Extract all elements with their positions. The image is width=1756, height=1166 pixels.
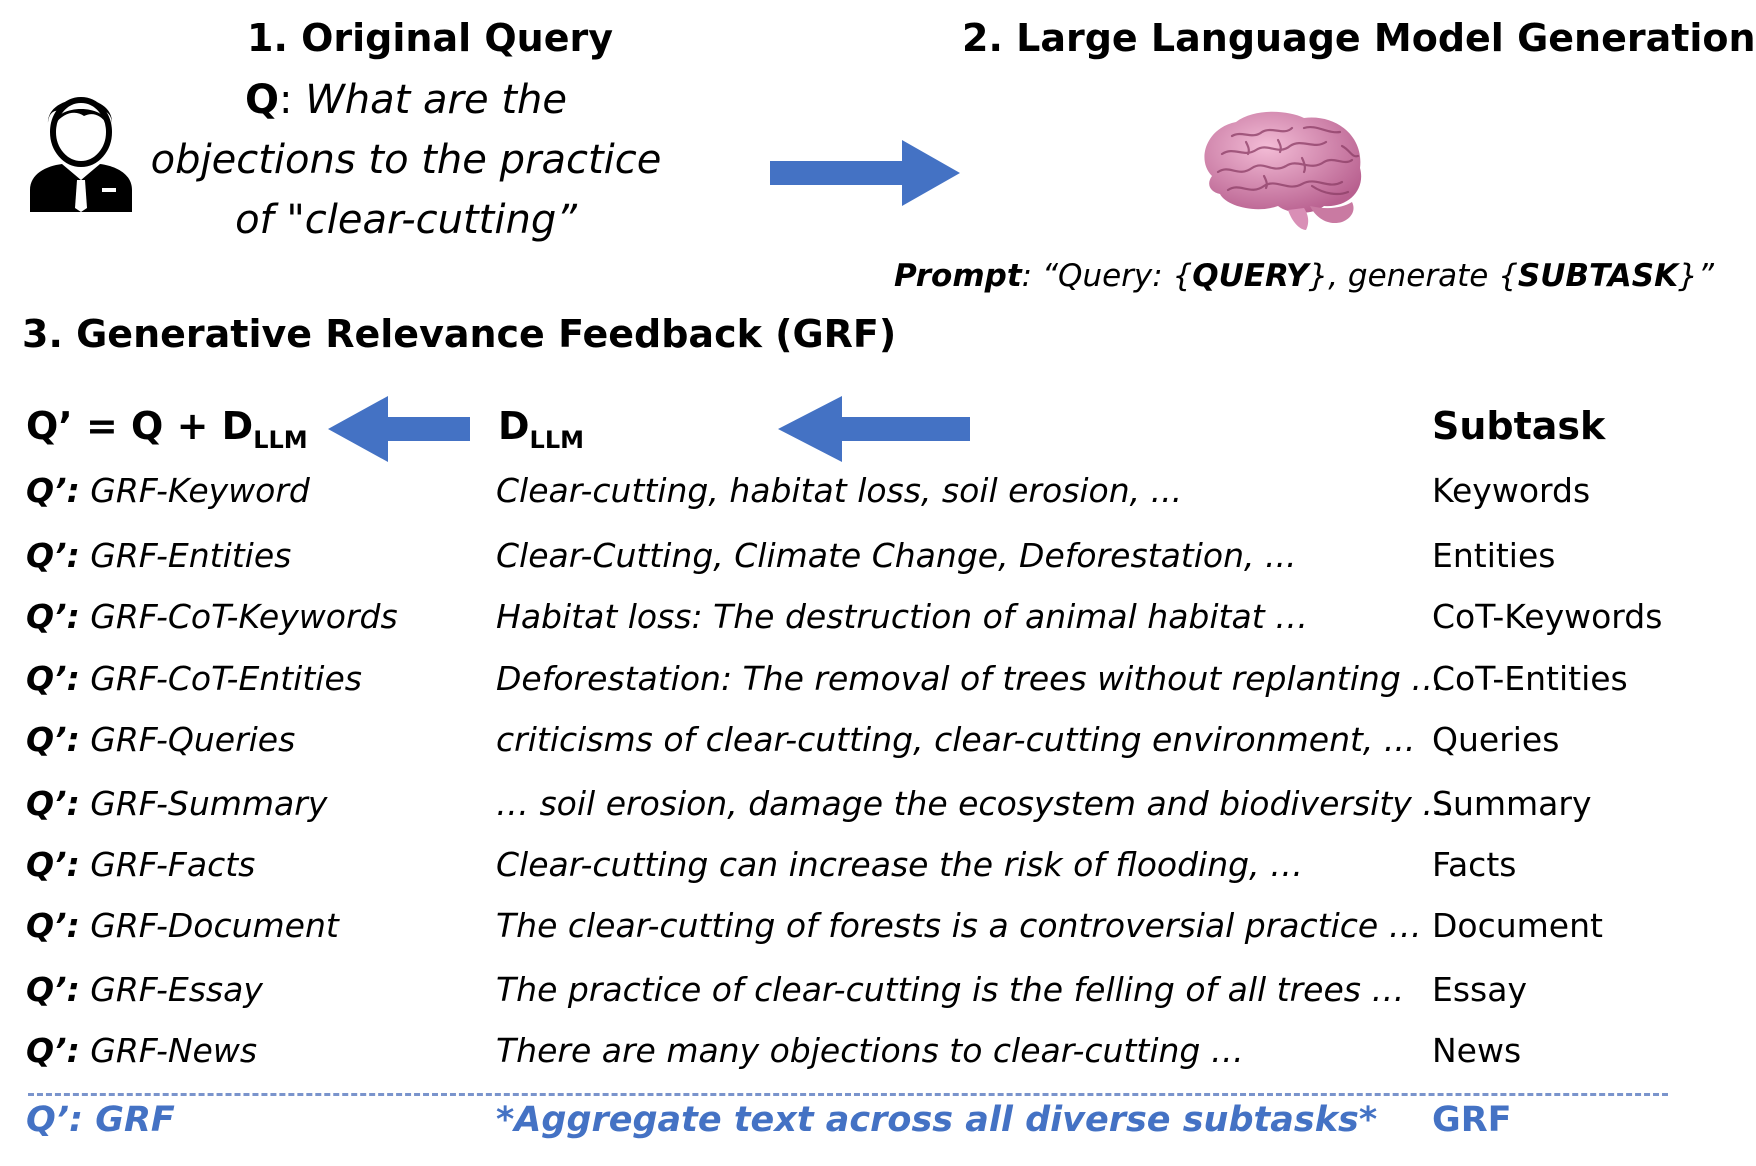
- step1-title: 1. Original Query: [247, 16, 613, 60]
- table-row: Q’: GRF-Summary … soil erosion, damage t…: [0, 784, 1682, 844]
- subtask-cell: Entities: [1432, 536, 1556, 575]
- subtask-cell: CoT-Entities: [1432, 659, 1628, 698]
- user-icon: [30, 97, 132, 212]
- aggregate-expanded-query: Q’: GRF: [26, 1100, 175, 1140]
- subtask-cell: Facts: [1432, 845, 1517, 884]
- brain-icon: [1204, 111, 1362, 230]
- aggregate-description: *Aggregate text across all diverse subta…: [496, 1100, 1378, 1140]
- subtask-cell: News: [1432, 1031, 1522, 1070]
- table-row: Q’: GRF-Essay The practice of clear-cutt…: [0, 970, 1682, 1030]
- dllm-header: DLLM: [498, 404, 585, 454]
- expanded-query-header: Q’ = Q + DLLM: [26, 404, 308, 454]
- generated-text-cell: Clear-Cutting, Climate Change, Deforesta…: [496, 536, 1297, 575]
- step2-title: 2. Large Language Model Generation: [962, 16, 1756, 60]
- original-query: Q: What are the objections to the practi…: [150, 77, 662, 243]
- expanded-query-cell: Q’: GRF-News: [26, 1031, 258, 1070]
- arrow-right-icon: [770, 140, 960, 206]
- subtask-cell: Document: [1432, 906, 1603, 945]
- aggregate-subtask: GRF: [1432, 1100, 1512, 1140]
- generated-text-cell: Clear-cutting, habitat loss, soil erosio…: [496, 471, 1183, 510]
- expanded-query-cell: Q’: GRF-Queries: [26, 720, 296, 759]
- subtask-cell: Summary: [1432, 784, 1592, 823]
- prompt-subtask-placeholder: SUBTASK: [1517, 258, 1679, 294]
- subtask-cell: Essay: [1432, 970, 1527, 1009]
- generated-text-cell: There are many objections to clear-cutti…: [496, 1031, 1244, 1070]
- step3-title: 3. Generative Relevance Feedback (GRF): [22, 312, 897, 356]
- query-line-3: of "clear-cutting”: [235, 197, 577, 243]
- table-row: Q’: GRF-News There are many objections t…: [0, 1031, 1682, 1091]
- generated-text-cell: The clear-cutting of forests is a contro…: [496, 906, 1422, 945]
- table-row: Q’: GRF-CoT-Keywords Habitat loss: The d…: [0, 597, 1682, 657]
- aggregate-row: Q’: GRF *Aggregate text across all diver…: [0, 1100, 1682, 1160]
- expanded-query-cell: Q’: GRF-CoT-Entities: [26, 659, 362, 698]
- expanded-query-cell: Q’: GRF-Essay: [26, 970, 263, 1009]
- expanded-query-cell: Q’: GRF-Summary: [26, 784, 328, 823]
- table-row: Q’: GRF-Document The clear-cutting of fo…: [0, 906, 1682, 966]
- subtask-cell: CoT-Keywords: [1432, 597, 1663, 636]
- table-row: Q’: GRF-Entities Clear-Cutting, Climate …: [0, 536, 1682, 596]
- generated-text-cell: Habitat loss: The destruction of animal …: [496, 597, 1309, 636]
- expanded-query-cell: Q’: GRF-Keyword: [26, 471, 310, 510]
- query-label: Q: [245, 77, 280, 123]
- query-line-2: objections to the practice: [150, 137, 662, 183]
- expanded-query-cell: Q’: GRF-Facts: [26, 845, 256, 884]
- table-row: Q’: GRF-CoT-Entities Deforestation: The …: [0, 659, 1682, 719]
- table-row: Q’: GRF-Facts Clear-cutting can increase…: [0, 845, 1682, 905]
- table-row: Q’: GRF-Queries criticisms of clear-cutt…: [0, 720, 1682, 780]
- generated-text-cell: … soil erosion, damage the ecosystem and…: [496, 784, 1456, 823]
- expanded-query-cell: Q’: GRF-CoT-Keywords: [26, 597, 398, 636]
- table-row: Q’: GRF-Keyword Clear-cutting, habitat l…: [0, 471, 1682, 531]
- generated-text-cell: The practice of clear-cutting is the fel…: [496, 970, 1405, 1009]
- subtask-cell: Keywords: [1432, 471, 1591, 510]
- generated-text-cell: criticisms of clear-cutting, clear-cutti…: [496, 720, 1416, 759]
- prompt-query-placeholder: QUERY: [1192, 258, 1309, 294]
- arrow-left-icon: [778, 396, 970, 462]
- generated-text-cell: Deforestation: The removal of trees with…: [496, 659, 1445, 698]
- prompt-label: Prompt: [894, 258, 1022, 294]
- generated-text-cell: Clear-cutting can increase the risk of f…: [496, 845, 1304, 884]
- arrow-left-icon: [328, 396, 470, 462]
- expanded-query-cell: Q’: GRF-Entities: [26, 536, 292, 575]
- subtask-cell: Queries: [1432, 720, 1560, 759]
- query-line-1: What are the: [305, 77, 567, 123]
- dashed-divider: [28, 1093, 1668, 1096]
- prompt-template: Prompt: “Query: {QUERY}, generate {SUBTA…: [894, 258, 1714, 294]
- subtask-header: Subtask: [1432, 404, 1606, 448]
- expanded-query-cell: Q’: GRF-Document: [26, 906, 339, 945]
